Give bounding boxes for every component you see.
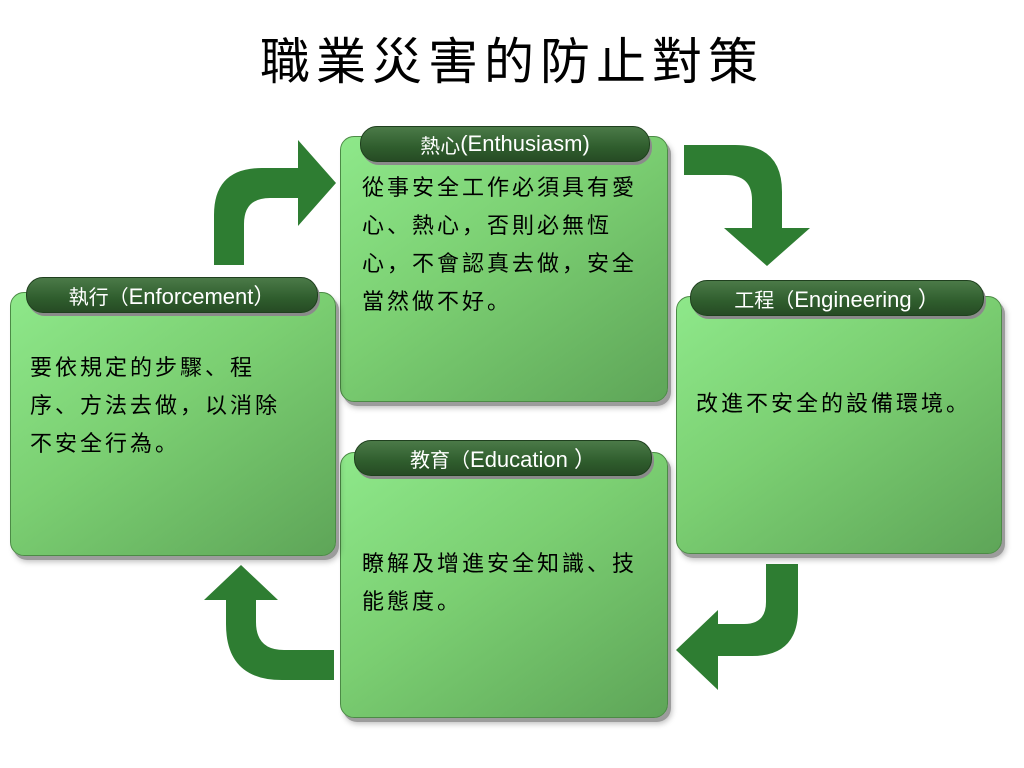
enthusiasm-text: 從事安全工作必須具有愛心、熱心，否則必無恆心，不會認真去做，安全當然做不好。 [362,176,638,315]
enthusiasm-label-zh: 熱心 [420,133,461,158]
arrow-enthusiasm-to-engineering [684,145,810,266]
arrow-engineering-to-education [676,564,798,690]
engineering-text: 改進不安全的設備環境。 [696,392,972,417]
arrow-enforcement-to-enthusiasm [214,140,336,265]
enforcement-label-en: Enforcement） [128,284,276,309]
education-label-zh: 教育（ [410,447,471,472]
engineering-label-en: Engineering ） [794,287,940,312]
arrow-education-to-enforcement [204,565,334,680]
engineering-card [676,296,1002,554]
enthusiasm-card [340,136,668,402]
engineering-label: 工程（Engineering ） [690,280,984,316]
enforcement-label-zh: 執行（ [68,284,129,309]
enthusiasm-label: 熱心(Enthusiasm) [360,126,650,162]
education-label-en: Education ） [470,447,596,472]
page-title: 職業災害的防止對策 [260,33,764,91]
enforcement-card [10,292,336,556]
engineering-label-zh: 工程（ [734,287,795,312]
enforcement-label: 執行（Enforcement） [26,277,318,313]
education-label: 教育（Education ） [354,440,652,476]
enforcement-text: 要依規定的步驟、程序、方法去做，以消除不安全行為。 [30,356,281,457]
education-text: 瞭解及增進安全知識、技能態度。 [362,552,638,615]
enthusiasm-label-en: (Enthusiasm) [460,131,590,156]
